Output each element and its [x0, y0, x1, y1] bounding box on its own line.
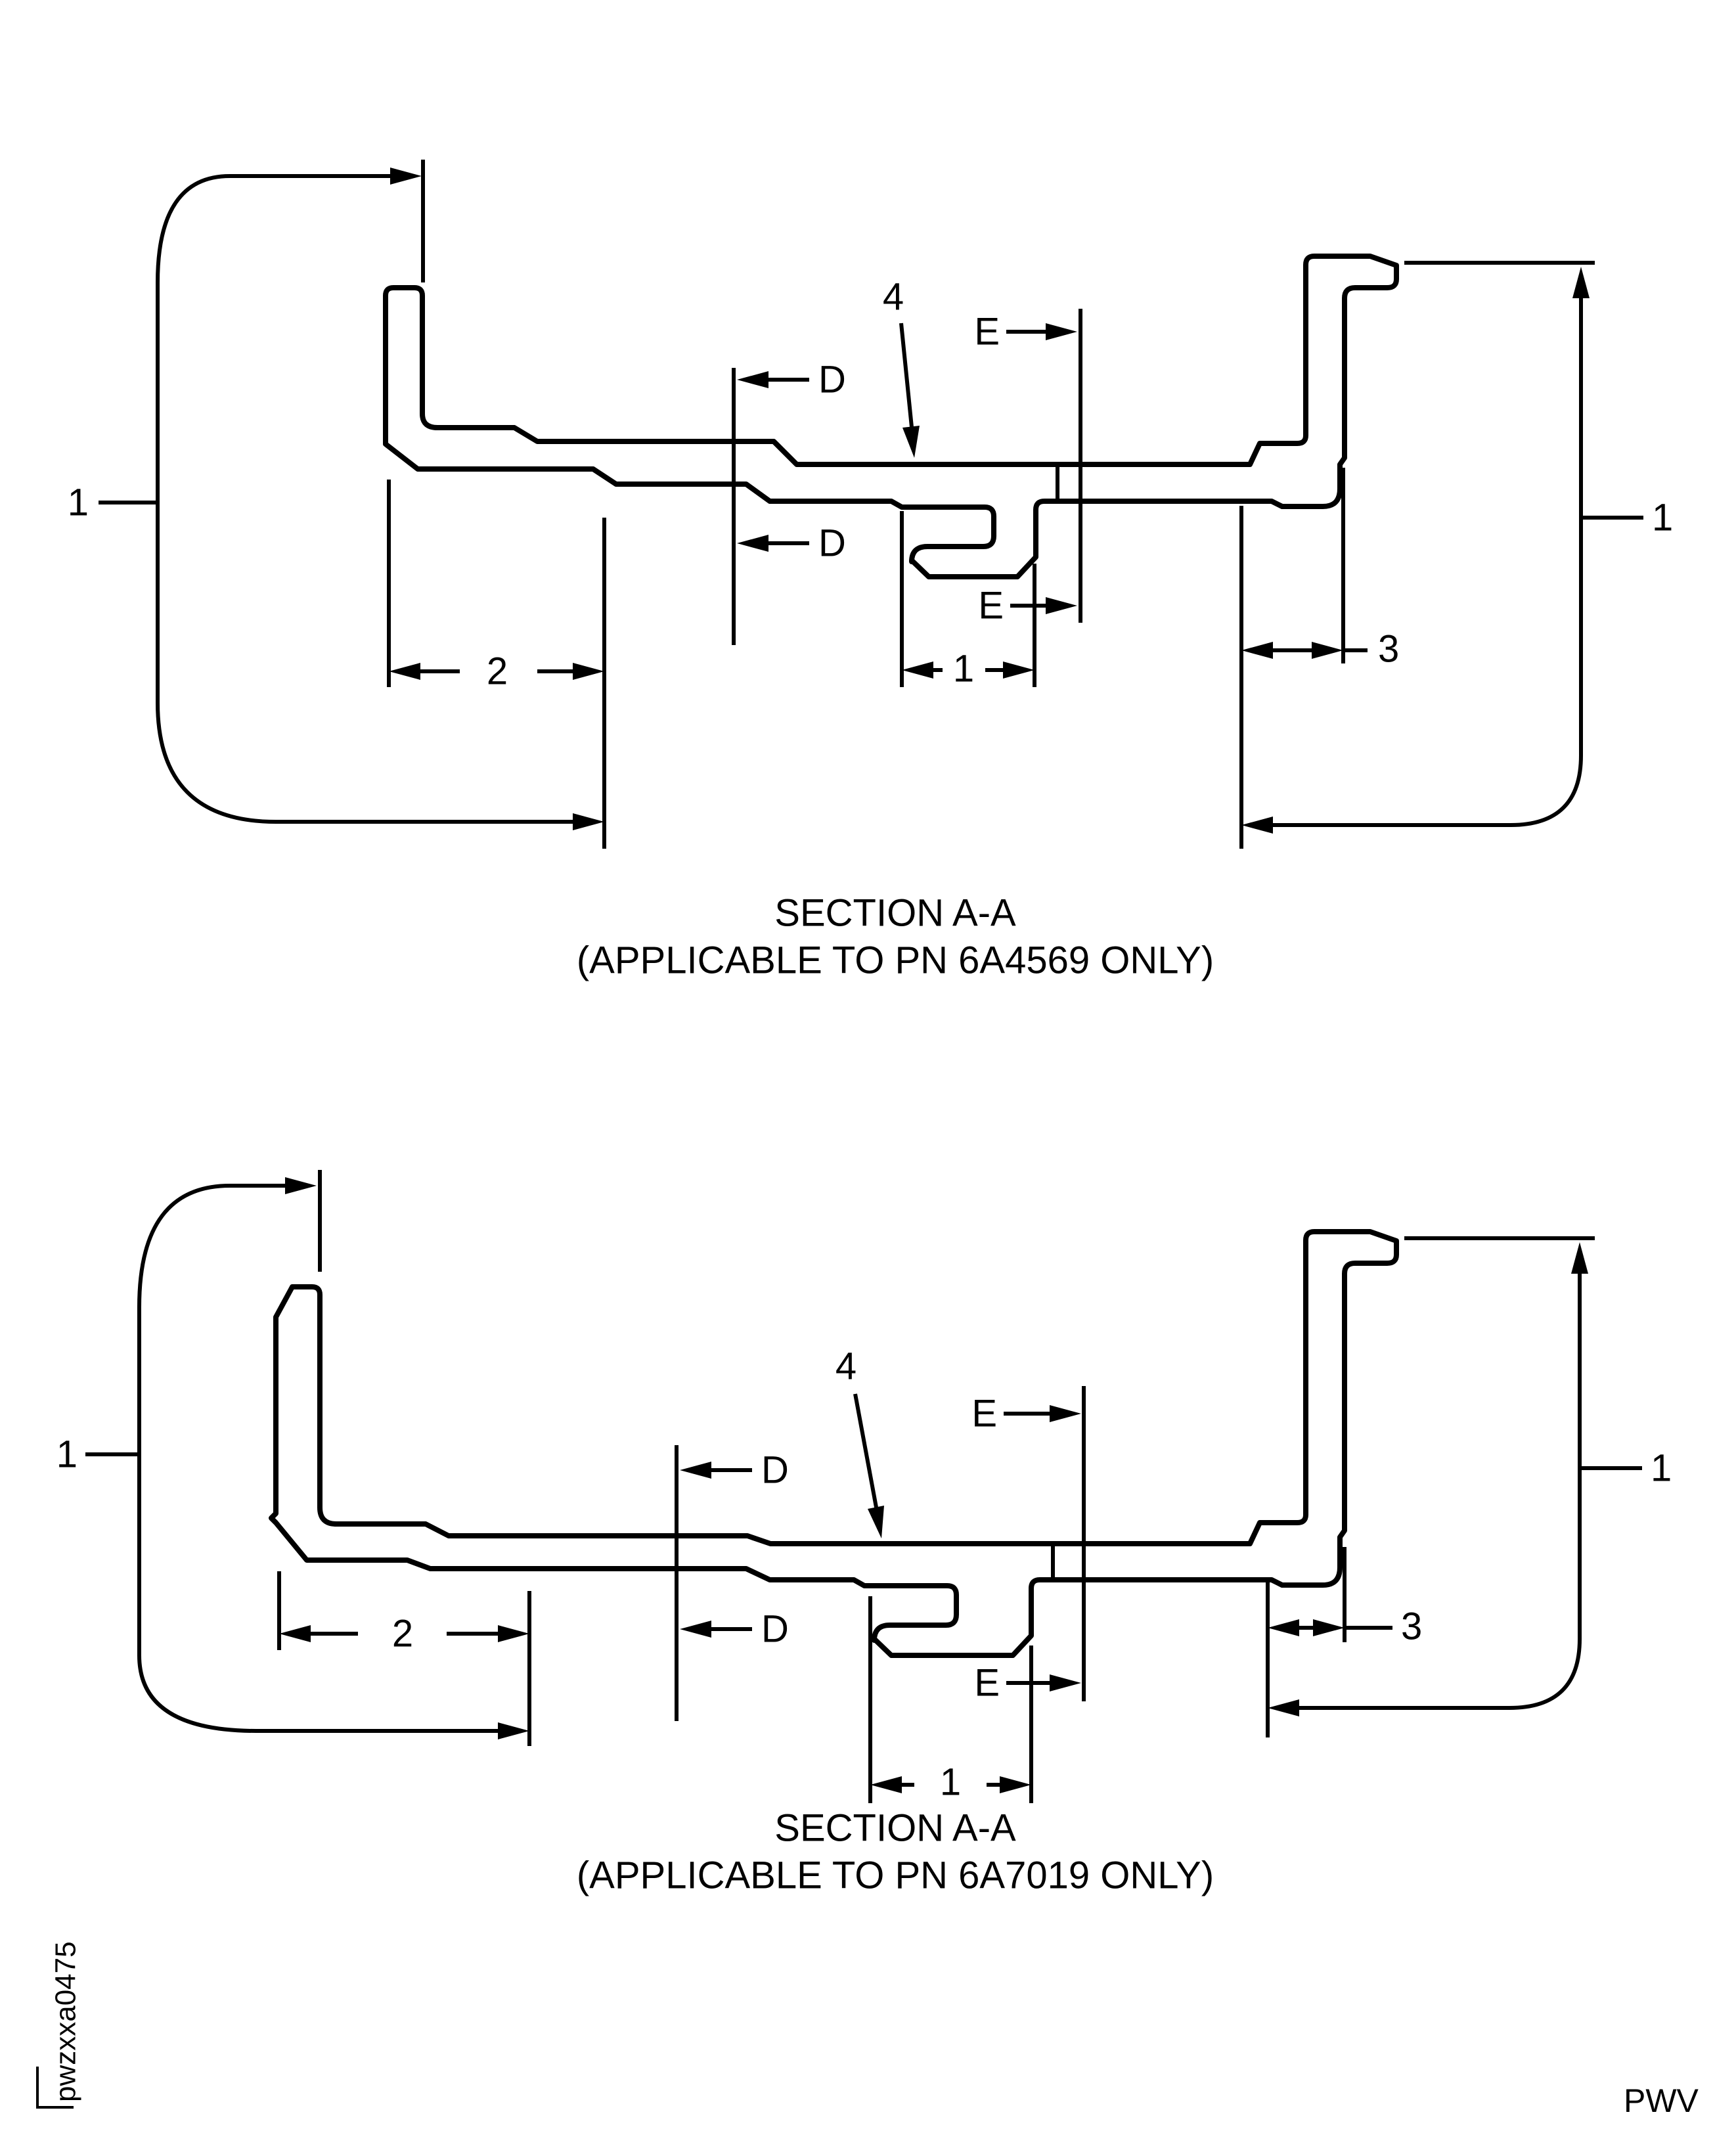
part-outline — [269, 1229, 1399, 1658]
arrowhead-left-icon — [1268, 1699, 1299, 1716]
arrowhead-up-icon — [1571, 1242, 1588, 1274]
dim-label: 2 — [392, 1613, 413, 1655]
item-label: 1 — [1651, 1447, 1672, 1490]
view-title: SECTION A-A — [774, 892, 1016, 935]
arrowhead-leader-icon — [868, 1506, 884, 1538]
dim-label: 3 — [1378, 628, 1399, 671]
arrowhead-left-icon — [1241, 642, 1273, 659]
arrowhead-left-icon — [737, 535, 768, 552]
arrowhead-left-icon — [1241, 817, 1273, 834]
section-label: E — [971, 1393, 997, 1435]
arrowhead-right-icon — [498, 1625, 529, 1642]
item-label: 1 — [68, 482, 89, 524]
dim-label: 1 — [940, 1761, 961, 1804]
view-title: SECTION A-A — [774, 1807, 1016, 1850]
arrowhead-left-icon — [389, 663, 420, 680]
callout-1-left: 1 — [68, 160, 604, 830]
extension-line — [900, 511, 1036, 687]
footer: pwzxxa0475 PWV — [36, 1941, 1699, 2119]
item-label: 4 — [835, 1345, 857, 1388]
extension-line — [868, 1596, 1033, 1803]
dim-label: 2 — [487, 650, 508, 693]
arrowhead-right-icon — [1000, 1776, 1031, 1793]
arrowhead-left-icon — [279, 1625, 311, 1642]
section-label: E — [978, 585, 1004, 627]
arrowhead-right-icon — [573, 663, 604, 680]
section-cut-E: E E — [971, 1386, 1086, 1705]
arrowhead-right-icon — [1313, 1619, 1345, 1636]
callout-1-left: 1 — [56, 1170, 529, 1739]
section-label: D — [818, 359, 846, 401]
arrowhead-right-icon — [1003, 661, 1035, 679]
arrowhead-right-icon — [498, 1722, 529, 1739]
section-label: E — [974, 1662, 1000, 1705]
callout-1-right: 1 — [1268, 1236, 1672, 1716]
corner-mark — [36, 2067, 74, 2109]
arrowhead-right-icon — [1046, 323, 1077, 340]
arrowhead-right-icon — [390, 168, 422, 185]
arrowhead-left-icon — [902, 661, 933, 679]
item-label: 1 — [1652, 497, 1673, 539]
section-label: D — [761, 1608, 789, 1651]
section-cut-E: E E — [974, 309, 1082, 627]
dim-label: 3 — [1401, 1605, 1422, 1648]
arrowhead-right-icon — [573, 813, 604, 830]
dimension-1-center: 1 — [868, 1596, 1033, 1804]
arrowhead-left-icon — [870, 1776, 902, 1793]
arrowhead-up-icon — [1572, 267, 1590, 298]
extension-line — [1239, 468, 1345, 849]
view-subtitle: (APPLICABLE TO PN 6A7019 ONLY) — [577, 1854, 1214, 1897]
section-label: D — [818, 522, 846, 565]
section-view-top: 1 1 2 1 — [68, 160, 1673, 982]
section-label: E — [974, 311, 1000, 353]
dimension-2: 2 — [277, 1571, 531, 1746]
callout-4: 4 — [835, 1345, 884, 1538]
dim-label: 1 — [953, 648, 974, 690]
part-outline — [383, 254, 1399, 579]
dimension-3: 3 — [1266, 1547, 1422, 1737]
page-code: PWV — [1624, 2082, 1699, 2119]
callout-1-right: 1 — [1241, 261, 1673, 834]
dimension-1-center: 1 — [900, 511, 1036, 690]
arrowhead-leader-icon — [902, 426, 920, 458]
arrowhead-left-icon — [680, 1462, 711, 1479]
dimension-3: 3 — [1239, 468, 1399, 849]
arrowhead-left-icon — [1268, 1619, 1299, 1636]
section-label: D — [761, 1449, 789, 1492]
arrowhead-left-icon — [680, 1621, 711, 1638]
section-cut-D: D D — [732, 359, 846, 645]
item-label: 4 — [883, 276, 904, 319]
arrowhead-left-icon — [737, 371, 768, 388]
section-view-bottom: 1 1 2 1 — [56, 1170, 1672, 1897]
section-cut-D: D D — [675, 1445, 789, 1721]
dimension-2: 2 — [387, 480, 606, 849]
doc-code: pwzxxa0475 — [50, 1941, 82, 2102]
view-subtitle: (APPLICABLE TO PN 6A4569 ONLY) — [577, 939, 1214, 982]
arrowhead-right-icon — [1050, 1674, 1081, 1691]
callout-4: 4 — [883, 276, 920, 458]
arrowhead-right-icon — [1312, 642, 1343, 659]
arrowhead-right-icon — [1050, 1405, 1081, 1422]
item-label: 1 — [56, 1433, 78, 1476]
arrowhead-right-icon — [1046, 597, 1077, 614]
arrowhead-right-icon — [285, 1177, 317, 1194]
